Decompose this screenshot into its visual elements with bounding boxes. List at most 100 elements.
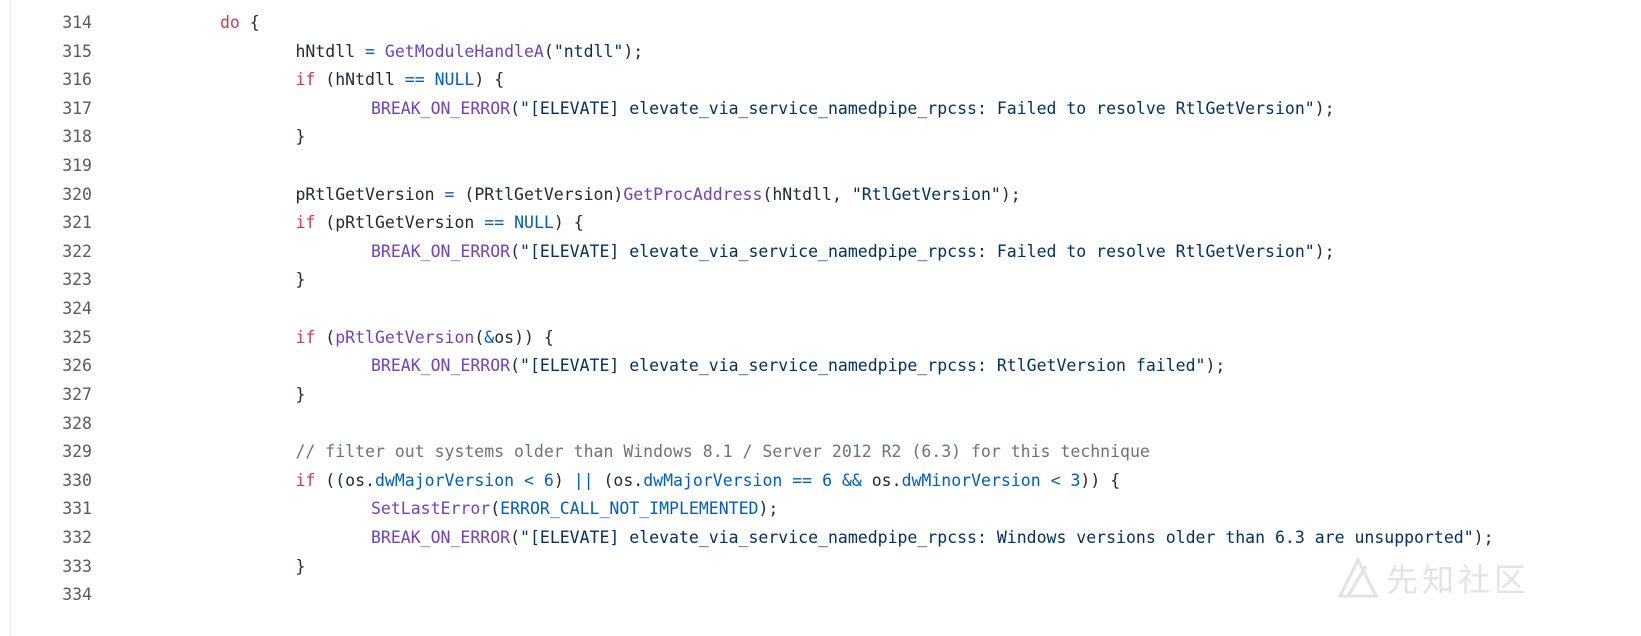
- code-text: pRtlGetVersion = (PRtlGetVersion)GetProc…: [296, 181, 1021, 210]
- xianzhi-logo-icon: [1337, 556, 1379, 598]
- code-line: 327}: [0, 381, 1641, 410]
- code-token: (: [543, 41, 554, 61]
- code-token: (: [510, 241, 521, 261]
- line-number: 326: [62, 356, 92, 376]
- code-token: =: [365, 41, 375, 61]
- code-text: hNtdll = GetModuleHandleA("ntdll");: [296, 38, 644, 67]
- code-token: );: [1314, 241, 1335, 261]
- watermark: 先知社区: [1336, 556, 1530, 600]
- code-line: 320 pRtlGetVersion = (PRtlGetVersion)GetP…: [0, 181, 1641, 210]
- code-text: if (pRtlGetVersion == NULL) {: [296, 209, 584, 238]
- code-token: [832, 471, 842, 490]
- code-token: [514, 471, 524, 490]
- code-line: 331 SetLastError(ERROR_CALL_NOT_IMPLEMENT…: [0, 495, 1641, 524]
- code-text: BREAK_ON_ERROR("[ELEVATE] elevate_via_se…: [371, 524, 1494, 553]
- code-token: );: [1000, 184, 1021, 204]
- code-token: ) {: [553, 213, 584, 233]
- code-token: if: [295, 213, 316, 233]
- code-token: );: [1314, 98, 1335, 118]
- code-token: {: [239, 13, 260, 32]
- code-token: "[ELEVATE] elevate_via_service_namedpipe…: [520, 527, 1474, 547]
- code-token: (PRtlGetVersion): [454, 184, 624, 204]
- code-text: }: [296, 553, 306, 582]
- line-number: 334: [62, 585, 92, 605]
- code-token: (pRtlGetVersion: [315, 213, 485, 233]
- code-token: BREAK_ON_ERROR: [371, 241, 511, 261]
- code-token: if: [295, 470, 316, 490]
- code-token: hNtdll: [295, 41, 366, 61]
- code-token: (: [510, 356, 521, 376]
- code-token: ==: [404, 70, 425, 90]
- line-number: 328: [62, 413, 92, 433]
- line-number: 318: [62, 127, 92, 147]
- code-token: <: [1050, 470, 1061, 490]
- code-token: os)) {: [494, 327, 554, 347]
- code-token: 6: [543, 470, 554, 490]
- code-text: do {: [220, 9, 260, 38]
- line-number: 327: [62, 384, 92, 404]
- code-text: }: [296, 123, 306, 152]
- code-token: ((os.: [315, 470, 375, 490]
- code-token: (: [490, 499, 501, 519]
- code-token: "ntdll": [553, 41, 624, 61]
- code-token: pRtlGetVersion: [335, 327, 475, 347]
- code-token: ==: [484, 213, 505, 233]
- code-text: SetLastError(ERROR_CALL_NOT_IMPLEMENTED)…: [371, 495, 778, 524]
- code-token: }: [295, 270, 306, 290]
- line-number: 320: [62, 184, 92, 204]
- code-line: 319: [0, 152, 1641, 181]
- gutter-border: [10, 0, 11, 636]
- line-number: 322: [62, 241, 92, 261]
- line-number: 330: [62, 470, 92, 490]
- code-token: 6: [822, 470, 832, 490]
- code-token: )) {: [1080, 470, 1121, 490]
- code-line: 322 BREAK_ON_ERROR("[ELEVATE] elevate_via…: [0, 238, 1641, 267]
- code-token: (hNtdll: [315, 70, 405, 90]
- code-token: // filter out systems older than Windows…: [295, 442, 1150, 462]
- code-token: (: [510, 98, 521, 118]
- code-token: ||: [573, 470, 594, 490]
- code-token: BREAK_ON_ERROR: [371, 98, 511, 118]
- code-line: 329 // filter out systems older than Wind…: [0, 438, 1641, 467]
- line-number: 331: [62, 499, 92, 519]
- code-token: 3: [1070, 470, 1081, 490]
- code-token: dwMinorVersion: [901, 470, 1041, 490]
- code-text: BREAK_ON_ERROR("[ELEVATE] elevate_via_se…: [371, 238, 1335, 267]
- code-line: 324: [0, 295, 1641, 324]
- code-line: 328: [0, 410, 1641, 439]
- code-token: "[ELEVATE] elevate_via_service_namedpipe…: [520, 356, 1206, 376]
- line-number: 329: [62, 442, 92, 462]
- code-token: (: [315, 327, 336, 347]
- code-text: }: [296, 266, 306, 295]
- code-token: "RtlGetVersion": [851, 184, 1001, 204]
- code-token: GetModuleHandleA: [384, 41, 544, 61]
- code-token: ERROR_CALL_NOT_IMPLEMENTED: [500, 499, 759, 519]
- code-token: [504, 213, 514, 232]
- code-token: do: [220, 13, 240, 32]
- code-token: if: [295, 327, 316, 347]
- code-token: [1041, 471, 1051, 490]
- code-token: SetLastError: [371, 499, 491, 519]
- code-token: [375, 42, 385, 61]
- code-token: (os.: [593, 470, 644, 490]
- code-text: }: [296, 381, 306, 410]
- code-token: [812, 471, 822, 490]
- line-number: 333: [62, 556, 92, 576]
- code-token: [782, 471, 792, 490]
- code-token: );: [1473, 527, 1494, 547]
- code-token: (hNtdll,: [762, 184, 852, 204]
- code-token: dwMajorVersion: [374, 470, 515, 490]
- line-number: 314: [62, 13, 92, 32]
- code-token: dwMajorVersion: [643, 470, 783, 490]
- code-token: <: [524, 470, 534, 490]
- code-token: }: [295, 127, 306, 147]
- code-token: );: [623, 41, 644, 61]
